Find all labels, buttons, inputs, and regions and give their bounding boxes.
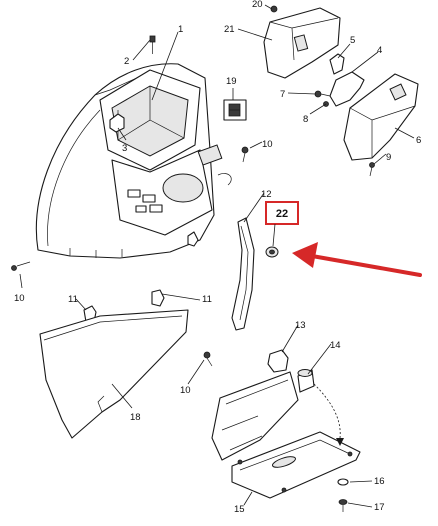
callout-3: 3 xyxy=(122,143,127,154)
callout-16: 16 xyxy=(374,476,385,487)
part-17-screw xyxy=(338,499,348,512)
part-6-side-cover xyxy=(343,73,419,161)
part-16-washer xyxy=(337,478,349,486)
part-10-screw-c xyxy=(203,351,213,367)
part-21-upper-cover xyxy=(263,7,341,79)
callout-15: 15 xyxy=(234,504,245,515)
callout-6: 6 xyxy=(416,135,421,146)
part-7-screw xyxy=(314,90,331,98)
callout-14: 14 xyxy=(330,340,341,351)
callout-9: 9 xyxy=(386,152,391,163)
callout-20: 20 xyxy=(252,0,263,10)
part-10-screw-a xyxy=(241,146,249,163)
callout-21: 21 xyxy=(224,24,235,35)
part-5-clip xyxy=(329,53,345,75)
callout-11-left: 11 xyxy=(68,294,78,305)
callout-4: 4 xyxy=(377,45,382,56)
callout-labels: 20 1 21 2 5 4 19 7 8 6 3 10 9 12 10 11 1… xyxy=(14,0,421,515)
part-14-assembly-arrow xyxy=(313,383,344,446)
leader-lines xyxy=(19,4,415,508)
callout-19: 19 xyxy=(226,76,237,87)
callout-5: 5 xyxy=(350,35,355,46)
part-10-screw-b xyxy=(11,261,31,271)
red-pointer-arrow xyxy=(292,242,422,277)
part-12-side-strip xyxy=(231,217,255,331)
part-9-screw xyxy=(369,162,375,177)
callout-10-left: 10 xyxy=(14,293,25,304)
part-11-clip-c xyxy=(187,231,199,247)
part-11-clip-b xyxy=(151,289,165,307)
callout-8: 8 xyxy=(303,114,308,125)
callout-10-lower: 10 xyxy=(180,385,191,396)
part-3-clip xyxy=(109,113,125,133)
part-2-screw xyxy=(149,35,156,54)
part-20-screw xyxy=(270,5,278,13)
callout-2: 2 xyxy=(124,56,129,67)
callout-10-upper: 10 xyxy=(262,139,273,150)
callout-13: 13 xyxy=(295,320,306,331)
callout-11-right: 11 xyxy=(202,294,212,305)
part-14-cylinder xyxy=(297,369,315,393)
callout-7: 7 xyxy=(280,89,285,100)
callout-1: 1 xyxy=(178,24,183,35)
callout-17: 17 xyxy=(374,502,385,513)
part-22-grommet xyxy=(265,246,279,258)
highlight-label: 22 xyxy=(276,208,288,220)
callout-12: 12 xyxy=(261,189,272,200)
part-15-tray-bracket xyxy=(211,371,361,499)
part-19-clip xyxy=(223,99,247,121)
highlight-box xyxy=(265,201,299,225)
part-18-lower-panel xyxy=(39,309,189,439)
part-4-bracket xyxy=(329,71,365,107)
part-13-clip xyxy=(267,349,289,373)
callout-18: 18 xyxy=(130,412,141,423)
part-1-front-panel xyxy=(35,63,232,259)
